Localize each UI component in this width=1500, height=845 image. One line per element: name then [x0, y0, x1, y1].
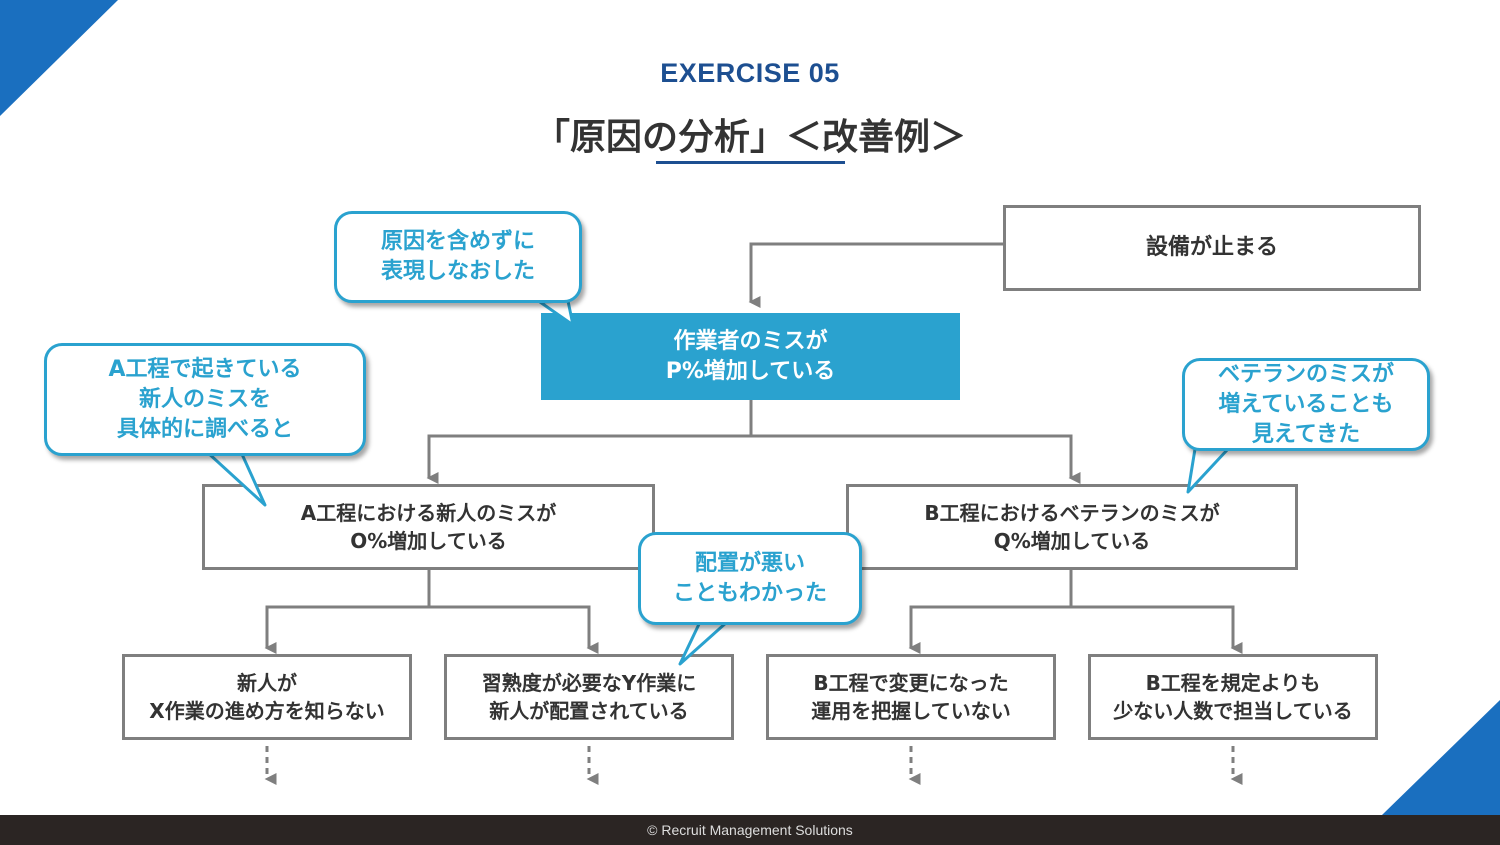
speech-bubble-investigate-a: A工程で起きている 新人のミスを 具体的に調べると — [44, 343, 366, 456]
leaf-cause-box-3: B工程で変更になった 運用を把握していない — [766, 654, 1056, 740]
connector-top-to-main — [748, 242, 1004, 308]
left-cause-box: A工程における新人のミスが O%増加している — [202, 484, 655, 570]
leaf-cause-box-2: 習熟度が必要なY作業に 新人が配置されている — [444, 654, 734, 740]
corner-decoration-bottom-right — [1382, 700, 1500, 815]
diagram-connectors — [264, 242, 1243, 785]
connector-main-to-left — [426, 434, 751, 484]
connector-left-to-leaf-2 — [429, 605, 599, 654]
footer-copyright: © Recruit Management Solutions — [0, 815, 1500, 845]
connector-main-to-right — [751, 434, 1081, 484]
connector-right-to-leaf-3 — [908, 605, 1071, 654]
title-underline — [656, 161, 845, 164]
bubble-tail-1 — [538, 299, 575, 327]
right-cause-box: B工程におけるベテランのミスが Q%増加している — [846, 484, 1298, 570]
leaf-cause-box-4: B工程を規定よりも 少ない人数で担当している — [1088, 654, 1378, 740]
speech-bubble-placement: 配置が悪い こともわかった — [638, 532, 862, 625]
bubble-tail-3 — [1186, 447, 1230, 494]
speech-bubble-veteran: ベテランのミスが 増えていることも 見えてきた — [1182, 358, 1430, 451]
main-cause-box: 作業者のミスが P%増加している — [541, 313, 960, 400]
top-cause-box: 設備が止まる — [1003, 205, 1421, 291]
corner-decoration-top-left — [0, 0, 118, 116]
connector-left-to-leaf-1 — [264, 605, 429, 654]
leaf-cause-box-1: 新人が X作業の進め方を知らない — [122, 654, 412, 740]
bubble-tail-2 — [205, 450, 267, 507]
bubble-tail-4 — [678, 620, 729, 666]
speech-bubble-rephrased: 原因を含めずに 表現しなおした — [334, 211, 582, 303]
page-title: 「原因の分析」＜改善例＞ — [533, 117, 966, 158]
exercise-label: EXERCISE 05 — [660, 58, 840, 88]
connector-right-to-leaf-4 — [1071, 605, 1243, 654]
